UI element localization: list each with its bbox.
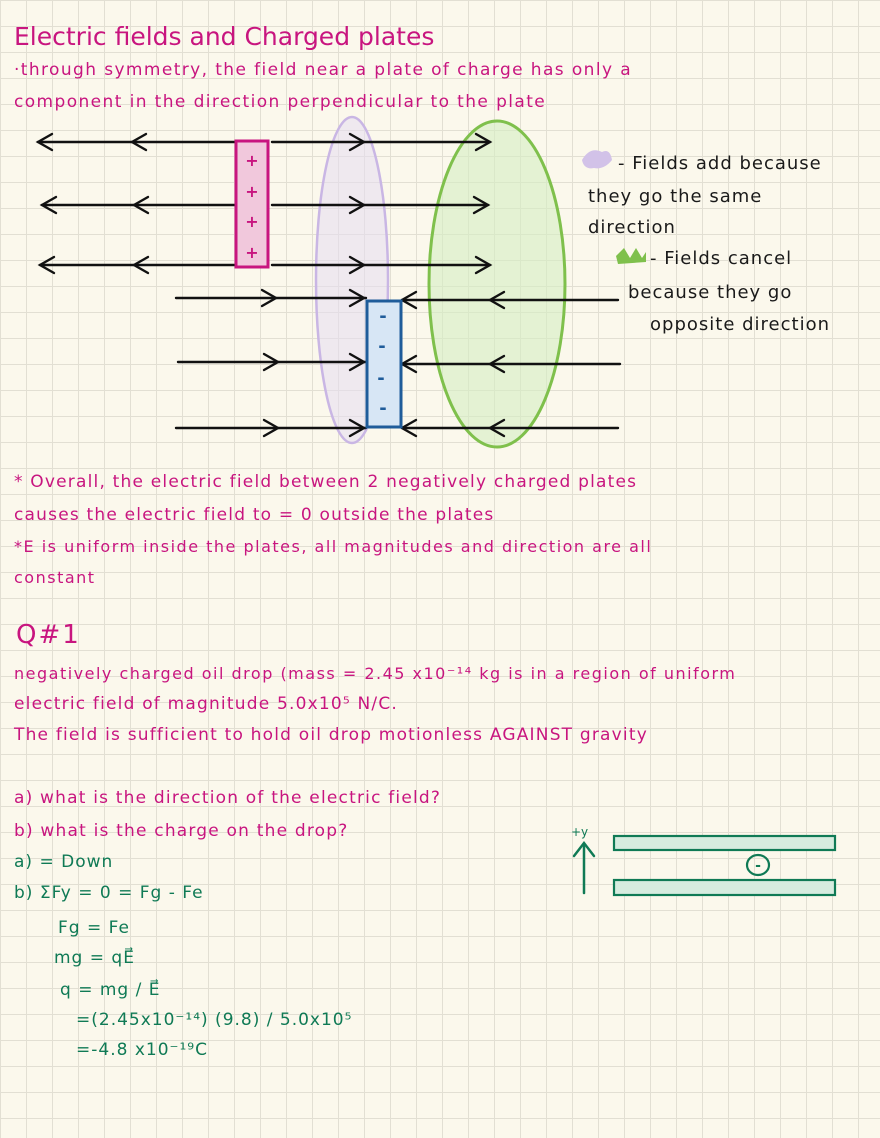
question-part-a: a) what is the direction of the electric… — [14, 788, 442, 808]
legend-green-line-3: opposite direction — [650, 314, 830, 335]
oil-drop — [745, 853, 771, 877]
intro-line-1: ·through symmetry, the field near a plat… — [14, 60, 633, 80]
field-lines-diagram: + + + + - - - - — [35, 115, 646, 449]
legend-purple-line-1: - Fields add because — [618, 153, 822, 174]
page-title: Electric fields and Charged plates — [14, 22, 435, 51]
positive-plate: + + + + — [234, 139, 270, 269]
negative-sign: - — [379, 398, 386, 419]
legend-purple-line-2: they go the same — [588, 186, 763, 207]
solution-b-line-1: b) ΣFy = 0 = Fg - Fe — [14, 883, 204, 903]
solution-b-line-4: q = mg / E⃗ — [60, 980, 161, 1000]
note-line-4: constant — [14, 568, 96, 587]
green-highlight-ellipse — [427, 119, 567, 449]
solution-b-line-3: mg = qE⃗ — [54, 948, 135, 968]
negative-sign: - — [378, 336, 385, 357]
negative-sign: - — [377, 368, 384, 389]
y-axis-label: +y — [571, 825, 588, 839]
negative-plate-field-lines — [174, 288, 622, 438]
positive-sign: + — [245, 212, 258, 231]
oil-drop-charge-sign: - — [755, 858, 761, 874]
positive-sign: + — [245, 151, 258, 170]
question-part-b: b) what is the charge on the drop? — [14, 821, 349, 841]
solution-b-line-5: =(2.45x10⁻¹⁴) (9.8) / 5.0x10⁵ — [76, 1010, 353, 1030]
question-line-3: The field is sufficient to hold oil drop… — [14, 725, 648, 745]
positive-sign: + — [245, 182, 258, 201]
upper-plate — [612, 834, 837, 852]
question-label: Q#1 — [16, 620, 81, 650]
negative-sign: - — [379, 306, 386, 327]
green-swatch-icon — [616, 248, 646, 264]
purple-swatch-icon — [582, 150, 612, 169]
solution-a: a) = Down — [14, 852, 114, 872]
positive-plate-field-lines — [35, 132, 493, 275]
note-line-3: *E is uniform inside the plates, all mag… — [14, 537, 653, 556]
positive-sign: + — [245, 243, 258, 262]
question-line-1: negatively charged oil drop (mass = 2.45… — [14, 664, 737, 683]
legend-purple-line-3: direction — [588, 217, 676, 238]
legend-green-line-1: - Fields cancel — [650, 248, 793, 269]
legend-green-line-2: because they go — [628, 282, 793, 303]
solution-b-line-2: Fg = Fe — [58, 918, 130, 938]
intro-line-2: component in the direction perpendicular… — [14, 92, 547, 112]
lower-plate — [612, 878, 837, 897]
question-line-2: electric field of magnitude 5.0x10⁵ N/C. — [14, 694, 399, 714]
negative-plate: - - - - — [365, 299, 403, 429]
solution-b-line-6: =-4.8 x10⁻¹⁹C — [76, 1040, 208, 1060]
note-line-1: * Overall, the electric field between 2 … — [14, 472, 638, 492]
note-line-2: causes the electric field to = 0 outside… — [14, 505, 495, 525]
up-arrow-icon — [572, 840, 596, 895]
